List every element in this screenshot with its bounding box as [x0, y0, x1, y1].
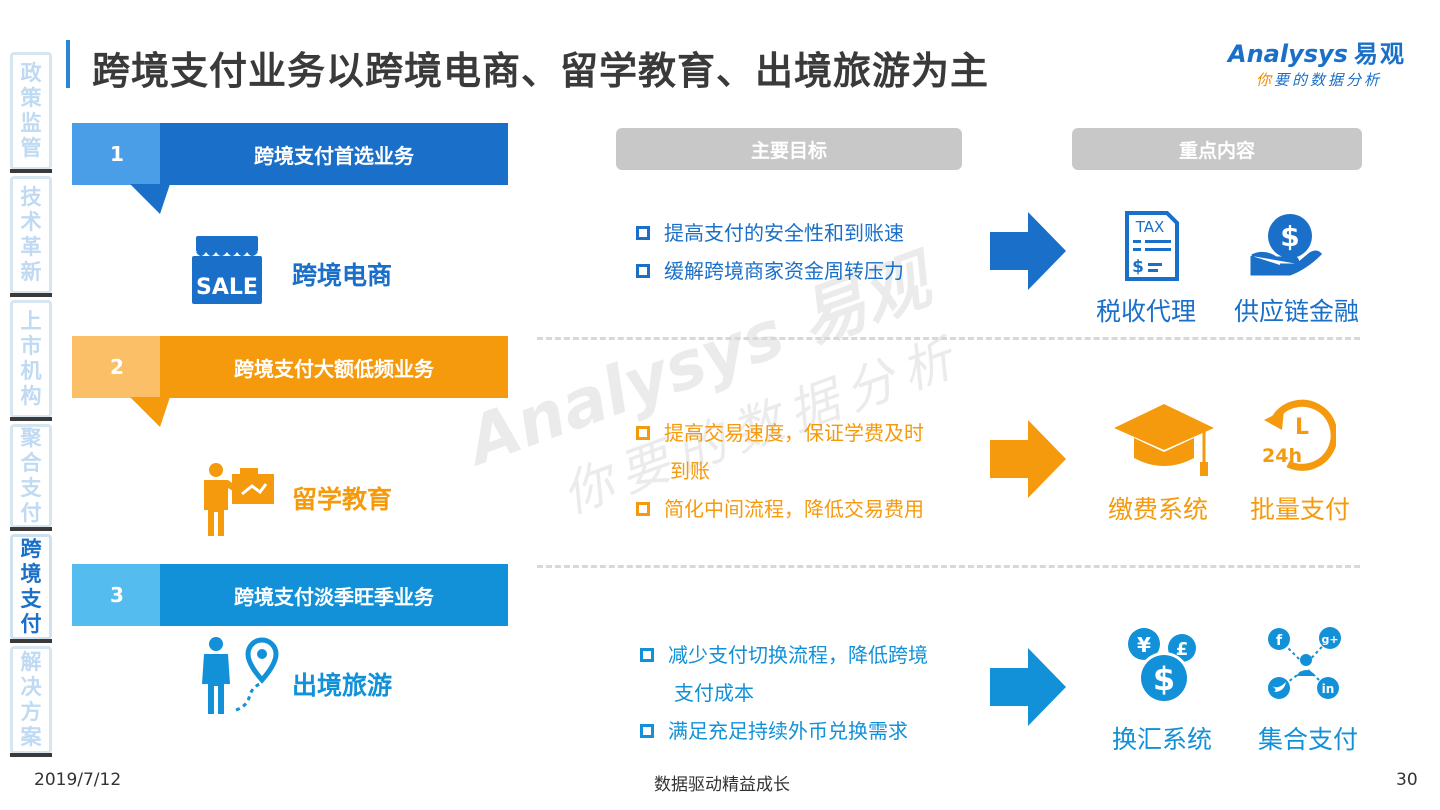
section-2-label: 留学教育 — [292, 485, 393, 514]
page-number: 30 — [1396, 770, 1418, 790]
logo-name-en: Analysys — [1228, 40, 1348, 68]
goal-text: 支付成本 — [674, 681, 754, 705]
section-2-number: 2 — [72, 336, 162, 398]
goal-text: 缓解跨境商家资金周转压力 — [664, 259, 904, 283]
sidebar-tab-tech[interactable]: 技术革新 — [10, 176, 52, 297]
sidebar-tab-label: 跨境支付 — [20, 537, 42, 636]
title-accent-bar — [66, 40, 70, 88]
clock-24h-text: 24h — [1262, 445, 1302, 467]
sidebar-tab-listed[interactable]: 上市机构 — [10, 300, 52, 421]
sidebar-tab-aggregate[interactable]: 聚合支付 — [10, 424, 52, 531]
section-3-label: 出境旅游 — [292, 671, 393, 700]
sidebar-tab-label: 上市机构 — [20, 309, 42, 408]
section-2-pointer — [130, 397, 170, 427]
sidebar-tab-label: 解决方案 — [20, 650, 42, 749]
column-header-focus: 重点内容 — [1072, 128, 1362, 170]
sidebar-tab-solutions[interactable]: 解决方案 — [10, 646, 52, 757]
section-3-number: 3 — [72, 564, 162, 626]
goal-item-continued: 到账 — [636, 452, 966, 490]
section-1-label: 跨境电商 — [292, 261, 393, 290]
column-header-goals: 主要目标 — [616, 128, 962, 170]
goal-item: 满足充足持续外币兑换需求 — [640, 712, 970, 750]
sidebar-tab-policy[interactable]: 政策监管 — [10, 52, 52, 173]
sale-shop-icon: SALE — [192, 236, 262, 304]
svg-text:$: $ — [1153, 660, 1175, 698]
feature-label-batch-payment: 批量支付 — [1250, 495, 1351, 524]
dollar-hand-icon: $ — [1250, 214, 1322, 276]
section-divider-1 — [537, 337, 1360, 340]
feature-label-exchange: 换汇系统 — [1112, 725, 1213, 754]
clock-24h-icon: L 24h — [1262, 399, 1336, 471]
goal-text: 简化中间流程，降低交易费用 — [664, 497, 924, 521]
svg-text:$: $ — [1280, 220, 1299, 253]
goal-text: 提高支付的安全性和到账速 — [664, 221, 904, 245]
logo-slogan-rest: 要的数据分析 — [1274, 71, 1383, 89]
watermark-slogan-first: 你 — [554, 449, 632, 525]
svg-text:$: $ — [1132, 257, 1144, 277]
page-title: 跨境支付业务以跨境电商、留学教育、出境旅游为主 — [92, 49, 990, 93]
sidebar-tab-label: 政策监管 — [20, 61, 42, 160]
feature-label-payment-system: 缴费系统 — [1108, 495, 1209, 524]
goal-item: 减少支付切换流程，降低跨境 — [640, 636, 970, 674]
tax-icon-text: TAX — [1135, 218, 1165, 236]
feature-label-aggregate-payment: 集合支付 — [1258, 725, 1359, 754]
svg-text:f: f — [1276, 633, 1283, 649]
logo-name-cn: 易观 — [1353, 40, 1406, 68]
goal-text: 满足充足持续外币兑换需求 — [668, 719, 908, 743]
svg-text:g+: g+ — [1321, 633, 1338, 646]
logo-slogan-first: 你 — [1256, 71, 1275, 89]
svg-text:£: £ — [1176, 639, 1189, 660]
goal-item-continued: 支付成本 — [640, 674, 970, 712]
arrow-right-icon — [990, 420, 1066, 498]
goal-item: 提高交易速度，保证学费及时 — [636, 414, 966, 452]
social-network-icon: f g+ in — [1268, 627, 1341, 699]
goal-text: 到账 — [670, 459, 710, 483]
sidebar-tab-label: 聚合支付 — [20, 426, 42, 525]
footer-tagline: 数据驱动精益成长 — [654, 775, 790, 795]
feature-label-tax: 税收代理 — [1096, 297, 1197, 326]
sidebar-tab-crossborder[interactable]: 跨境支付 — [10, 534, 52, 643]
section-2-goals: 提高交易速度，保证学费及时 到账 简化中间流程，降低交易费用 — [636, 414, 966, 528]
goal-text: 减少支付切换流程，降低跨境 — [668, 643, 928, 667]
arrow-right-icon — [990, 648, 1066, 726]
section-3-goals: 减少支付切换流程，降低跨境 支付成本 满足充足持续外币兑换需求 — [640, 636, 970, 750]
arrow-right-icon — [990, 212, 1066, 290]
sidebar-tab-label: 技术革新 — [20, 185, 42, 284]
traveler-location-icon — [202, 637, 279, 714]
goal-text: 提高交易速度，保证学费及时 — [664, 421, 924, 445]
section-3-heading: 跨境支付淡季旺季业务 — [160, 564, 508, 626]
sale-icon-text: SALE — [196, 275, 258, 300]
section-divider-2 — [537, 565, 1360, 568]
section-1-number: 1 — [72, 123, 162, 185]
svg-text:¥: ¥ — [1137, 633, 1151, 657]
svg-text:in: in — [1322, 682, 1335, 696]
currency-exchange-icon: ¥ £ $ — [1128, 628, 1196, 704]
section-1-pointer — [130, 184, 170, 214]
goal-item: 简化中间流程，降低交易费用 — [636, 490, 966, 528]
section-2-heading: 跨境支付大额低频业务 — [160, 336, 508, 398]
goal-item: 缓解跨境商家资金周转压力 — [636, 252, 904, 290]
footer-date: 2019/7/12 — [34, 770, 122, 790]
teacher-icon — [204, 463, 274, 536]
tax-document-icon: TAX $ — [1125, 211, 1179, 281]
section-1-heading: 跨境支付首选业务 — [160, 123, 508, 185]
goal-item: 提高支付的安全性和到账速 — [636, 214, 904, 252]
graduation-cap-icon — [1114, 404, 1214, 476]
section-1-goals: 提高支付的安全性和到账速 缓解跨境商家资金周转压力 — [636, 214, 904, 290]
feature-label-supply-chain: 供应链金融 — [1234, 297, 1360, 326]
clock-letter: L — [1295, 415, 1309, 440]
